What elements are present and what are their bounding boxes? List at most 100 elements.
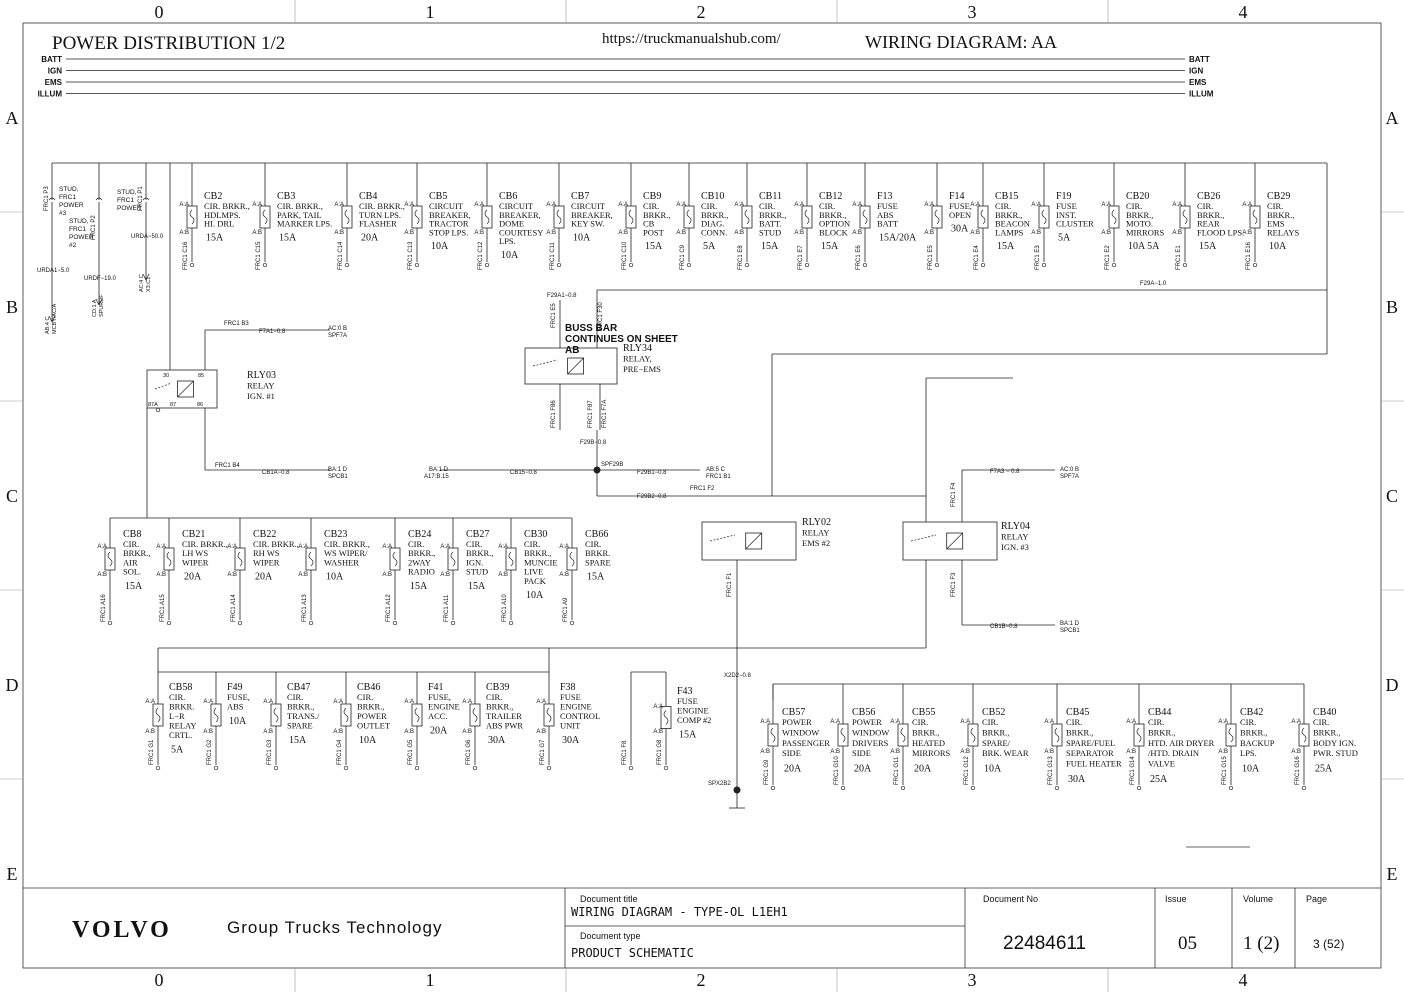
source-url[interactable]: https://truckmanualshub.com/ [602, 31, 782, 47]
terminal [166, 620, 172, 626]
pin-ref: FRC1 E3 [1035, 245, 1041, 270]
pin-label-bottom: A:B [1031, 230, 1041, 236]
breaker-desc: CONN. [701, 227, 727, 237]
breaker-cb57: A:AA:B [760, 715, 779, 755]
breaker-rating: 15A [587, 572, 605, 583]
breaker-rating: 20A [430, 726, 448, 737]
wire-f29a: F29A−1.0 [1140, 281, 1167, 287]
wire-frc1b4: FRC1 B4 [215, 463, 240, 469]
terminal [663, 765, 669, 771]
breaker-id: CB12 [819, 191, 842, 202]
breaker-id: CB21 [182, 529, 205, 540]
breaker-id: CB29 [1267, 191, 1290, 202]
breaker-cb56: A:AA:B [830, 715, 849, 755]
breaker-desc: EMS [1267, 219, 1285, 229]
pin-ref: FRC1 C16 [183, 241, 189, 270]
breaker-f13: A:AA:B [852, 198, 871, 236]
pin-ref: FRC1 G14 [1130, 756, 1136, 785]
pin-label-top: A:A [462, 699, 472, 705]
terminal [213, 765, 219, 771]
wire-f7a3-dst: AC:0 B [1060, 467, 1079, 473]
breaker-desc: POWER [357, 711, 387, 721]
pin-ref: FRC1 C15 [256, 241, 262, 270]
pin-label-bottom: A:B [298, 572, 308, 578]
pin-ref: FRC1 E16 [1246, 241, 1252, 270]
pin-frc1e5: FRC1 E5 [551, 303, 557, 328]
connector-ref: SPURDF [99, 294, 105, 317]
breaker-desc: POWER [852, 717, 882, 727]
bus-label-right: ILLUM [1189, 90, 1214, 99]
breaker-cb30: A:AA:B [498, 540, 517, 578]
pin-ref: FRC1 A11 [444, 594, 450, 622]
stud-label: STUD, [117, 189, 137, 196]
breaker-rating: 10A [359, 735, 377, 746]
terminal [556, 262, 562, 268]
breaker-desc: 2WAY [408, 557, 431, 567]
breaker-id: CB47 [287, 682, 310, 693]
breaker-rating: 20A [854, 764, 872, 775]
breaker-desc: CIR. [169, 692, 185, 702]
breaker-desc: PARK, TAIL [277, 210, 322, 220]
breaker-desc: BEACON [995, 219, 1030, 229]
bus-label-right: EMS [1189, 78, 1207, 87]
terminal [308, 620, 314, 626]
pin-ref: FRC1 A16 [101, 594, 107, 622]
breaker-id: F41 [428, 682, 444, 693]
splice-spx2b2 [733, 786, 741, 794]
pin-label-bottom: A:B [760, 749, 770, 755]
breaker-id: CB4 [359, 191, 377, 202]
breaker-desc: CIR. BRKR., [277, 201, 323, 211]
terminal [1182, 262, 1188, 268]
pin-label-bottom: A:B [462, 729, 472, 735]
breaker-rating: 15A [1199, 241, 1217, 252]
wire-id: URDA−50.0 [131, 234, 164, 240]
breaker-desc: CIR. [524, 539, 540, 549]
terminal [900, 785, 906, 791]
breaker-id: CB23 [324, 529, 347, 540]
row-label-right: C [1386, 486, 1398, 506]
breaker-rating: 20A [184, 572, 202, 583]
breaker-desc: MIRRORS [1126, 227, 1165, 237]
pin-ref: FRC1 C10 [622, 241, 628, 270]
wire-cb15-dst: A17:B.15 [424, 474, 449, 480]
stud-label: POWER [69, 234, 94, 241]
breaker-id: CB10 [701, 191, 724, 202]
breaker-desc: HEATED [912, 738, 945, 748]
breaker-desc: ABS PWR [486, 721, 523, 731]
breaker-desc: CIR. BRKR., [182, 539, 228, 549]
terminal [770, 785, 776, 791]
pin-label-top: A:A [498, 544, 508, 550]
breaker-desc: DOME [499, 219, 524, 229]
wire-f29b: F29B−0.8 [580, 440, 607, 446]
breaker-desc: BREAKER, [499, 210, 541, 220]
breaker-desc: CB [643, 219, 655, 229]
breaker-cb58: A:AA:B [145, 695, 164, 735]
relay-pin: 30 [163, 373, 169, 379]
breaker-desc: CIR. [408, 539, 424, 549]
pin-ref: FRC1 G7 [540, 739, 546, 765]
breaker-rating: 15A [279, 232, 297, 243]
breaker-cb55: A:AA:B [890, 715, 909, 755]
connector-ref: AC:4 C [139, 274, 145, 292]
pin-label-top: A:A [852, 202, 862, 208]
breaker-desc: BRKR., [1126, 210, 1153, 220]
breaker-rating: 5A [171, 745, 184, 756]
breaker-desc: UNIT [560, 721, 581, 731]
pin-ref: FRC1 G11 [894, 756, 900, 785]
breaker-desc: BREAKER, [571, 210, 613, 220]
pin-label-bottom: A:B [970, 230, 980, 236]
breaker-desc: CIR. [486, 692, 502, 702]
wire-cb1b: CB1B−0.8 [990, 624, 1018, 630]
breaker-id: CB20 [1126, 191, 1149, 202]
doc-no: 22484611 [1003, 933, 1086, 954]
breaker-desc: BRKR., [466, 548, 493, 558]
breaker-desc: CIR. BRKR., [253, 539, 299, 549]
wire-f7a3: F7A3 − 0.8 [990, 469, 1020, 475]
terminal [840, 785, 846, 791]
breaker-cb10: A:AA:B [676, 198, 695, 236]
